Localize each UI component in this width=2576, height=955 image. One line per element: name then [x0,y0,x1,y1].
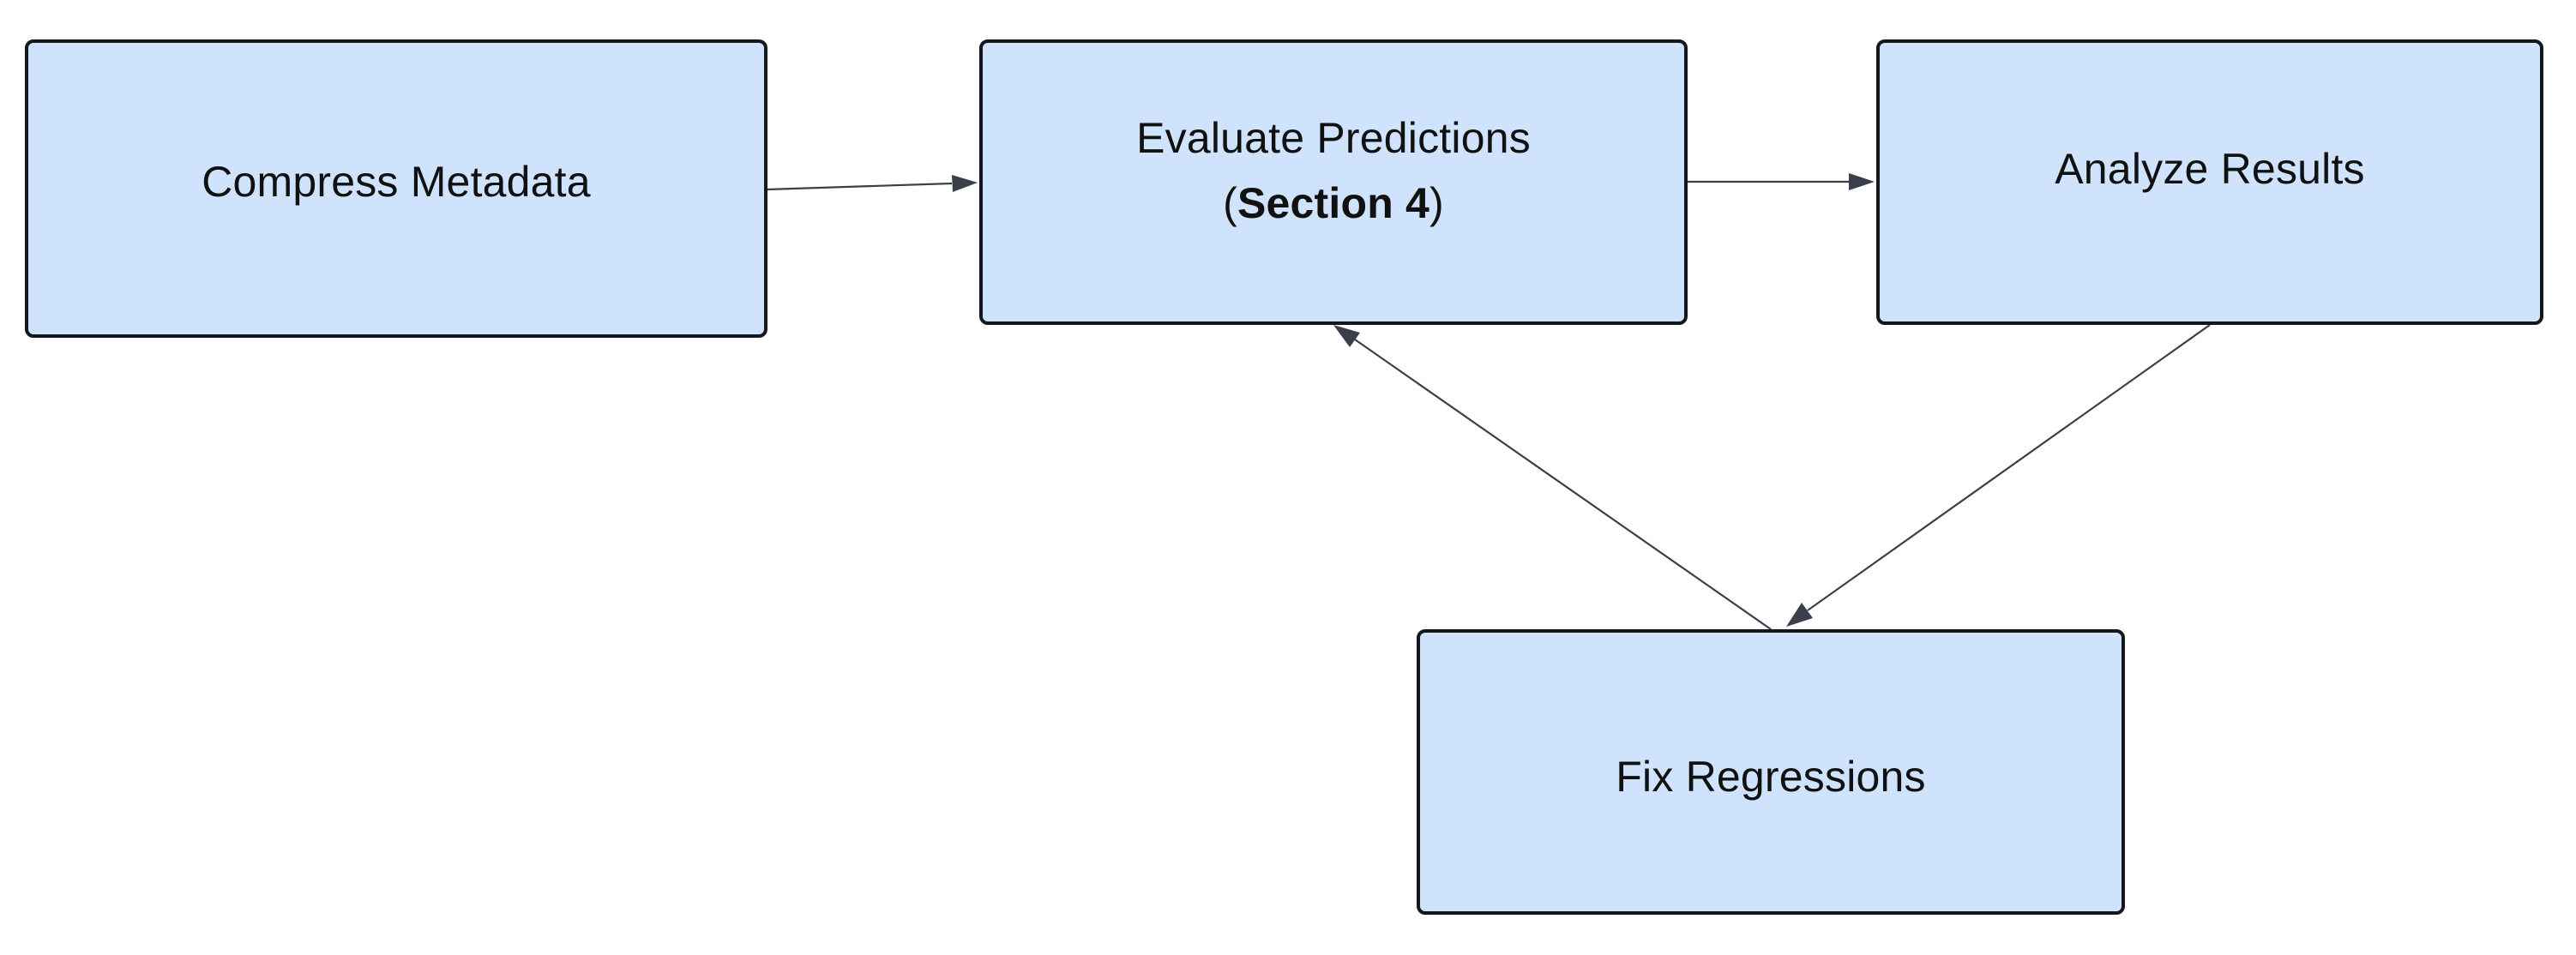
edge-fix-to-evaluate [1333,325,1772,630]
node-fix-regressions: Fix Regressions [1417,629,2125,915]
arrowhead-icon [952,175,978,192]
edge-analyze-to-fix [1786,324,2211,627]
arrowhead-icon [1333,325,1360,347]
node-evaluate-predictions: Evaluate Predictions (Section 4) [979,39,1688,325]
node-label: Fix Regressions [1616,752,1926,801]
edge-evaluate-to-analyze [1688,173,1875,190]
node-sublabel: (Section 4) [1223,171,1444,236]
arrowhead-icon [1786,603,1813,627]
paren-open: ( [1223,178,1237,227]
node-label: Compress Metadata [202,158,591,206]
arrowhead-icon [1849,173,1875,190]
node-label: Analyze Results [2055,144,2365,193]
paren-close: ) [1429,178,1444,227]
edge-compress-to-evaluate [767,175,978,192]
node-analyze-results: Analyze Results [1876,39,2543,325]
node-label: Evaluate Predictions [1136,113,1531,162]
node-compress-metadata: Compress Metadata [25,39,767,338]
section-reference: Section 4 [1237,178,1430,227]
